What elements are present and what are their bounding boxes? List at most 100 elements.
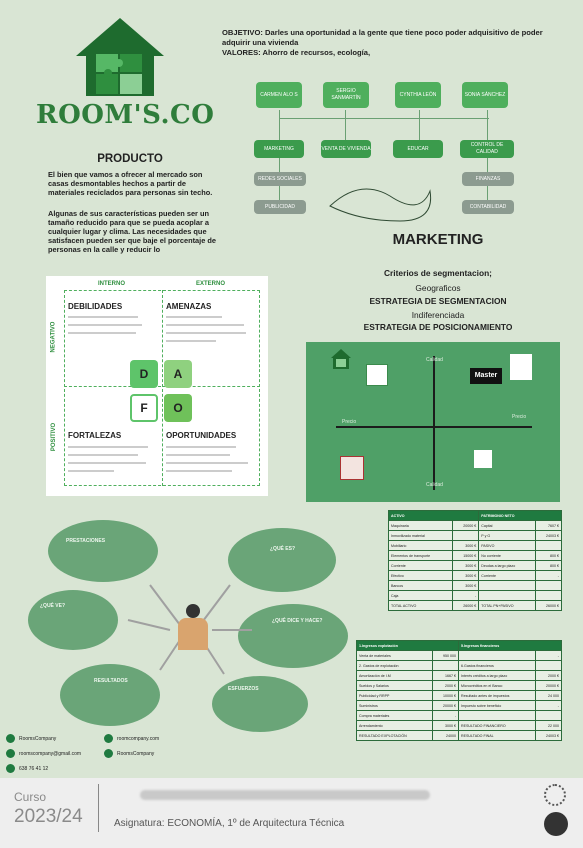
text-line — [166, 316, 222, 318]
email-contact[interactable]: roomscompany@gmail.com — [6, 749, 81, 758]
mindmap-blob-prestaciones: PRESTACIONES — [48, 520, 158, 582]
instagram-contact[interactable]: RoomsCompany — [6, 734, 56, 743]
table-cell: - — [534, 570, 563, 581]
dafo-internal-label: INTERNO — [98, 281, 125, 287]
text-line — [166, 446, 236, 448]
table-cell: RESULTADO FINAL — [458, 730, 537, 741]
email-address: roomscompany@gmail.com — [19, 750, 82, 757]
table-cell: 22 000 — [535, 720, 562, 731]
house-logo-icon — [510, 354, 532, 380]
financial-income-header: 5.Ingresos financieros — [458, 640, 562, 651]
table-cell: 950 000 — [432, 650, 460, 661]
table-cell — [478, 580, 536, 591]
table-cell: 26000 € — [452, 600, 480, 611]
table-cell: Venta de materiales — [355, 650, 434, 661]
table-cell: Capital — [478, 520, 536, 531]
org-connector — [279, 118, 489, 119]
course-year: 2023/24 — [14, 806, 83, 827]
blob-title: ¿QUÉ ES? — [270, 546, 296, 552]
brick-house-icon — [340, 456, 364, 480]
table-cell: No corriente — [478, 550, 536, 561]
table-cell: 3000 € — [432, 720, 460, 731]
axis-label-right: Precio — [512, 414, 527, 420]
tiktok-icon — [104, 749, 113, 758]
table-cell: - — [535, 700, 562, 711]
phone-number: 638 76 41 12 — [19, 765, 49, 772]
table-cell: Elementos de transporte — [387, 550, 454, 561]
org-connector — [345, 110, 346, 150]
table-cell: P y G — [478, 530, 536, 541]
asset-header: ACTIVO — [387, 510, 480, 521]
person-card: SONIA SÁNCHEZ — [462, 82, 508, 108]
table-cell: Deudas a largo plazo — [478, 560, 536, 571]
web-address: roomcompany.com — [117, 735, 160, 742]
competitor-icon — [366, 364, 388, 386]
org-connector — [419, 110, 420, 150]
blob-title: ESFUERZOS — [228, 686, 259, 692]
text-line — [68, 454, 138, 456]
home-icon — [474, 450, 492, 468]
table-cell — [535, 660, 562, 671]
phone-contact[interactable]: 638 76 41 12 — [6, 764, 48, 773]
table-cell: 800 € — [534, 560, 563, 571]
tiktok-contact[interactable]: RoomsCompany — [104, 749, 154, 758]
instagram-handle: RoomsCompany — [19, 735, 57, 742]
table-cell: Arrendamiento — [355, 720, 434, 731]
role-card: EDUCAR — [393, 140, 443, 158]
segmentation-strategy-value: Indiferenciada — [411, 310, 465, 320]
role-card: MARKETING — [254, 140, 304, 158]
table-cell — [534, 580, 563, 591]
table-cell: 3000 € — [452, 560, 480, 571]
table-cell: 20000 € — [535, 680, 562, 691]
table-cell — [458, 650, 537, 661]
person-card: SERGIO SANMARTÍN — [323, 82, 369, 108]
table-cell: 3000 € — [452, 580, 480, 591]
segmentation-criteria: Criterios de segmentacion; — [384, 268, 492, 278]
values-line: VALORES: Ahorro de recursos, ecología, — [222, 48, 371, 57]
table-cell: 1667 € — [432, 670, 460, 681]
table-cell: 2000 € — [432, 680, 460, 691]
sub-role-card: REDES SOCIALES — [254, 172, 306, 186]
table-cell: Microcréditos en el Banco — [458, 680, 537, 691]
axis-label-top: Calidad — [426, 357, 443, 363]
table-row: Compra materiales- — [355, 710, 562, 721]
house-puzzle-logo — [76, 18, 164, 96]
table-cell — [534, 590, 563, 601]
role-card: CONTROL DE CALIDAD — [460, 140, 514, 158]
x-axis — [336, 426, 532, 428]
objective-line-2: adquirir una vivienda — [222, 38, 299, 47]
table-cell: 2. Gastos de explotación — [355, 660, 434, 671]
table-cell: TOTAL PN+PASIVO — [478, 600, 536, 611]
puzzle-piece-d: D — [130, 360, 158, 388]
table-cell: Resultado antes de impuestos — [458, 690, 537, 701]
text-line — [166, 454, 230, 456]
table-cell: 24 000 — [535, 690, 562, 701]
table-cell: - — [432, 710, 460, 721]
table-cell: - — [535, 650, 562, 661]
mindmap-blob-que-ve: ¿QUÉ VE? — [28, 590, 118, 650]
axis-label-left: Precio — [342, 419, 357, 425]
person-card: CYNTHIA LEÓN — [395, 82, 441, 108]
table-cell: Compra materiales — [355, 710, 434, 721]
dafo-positive-label: POSITIVO — [51, 422, 58, 452]
web-contact[interactable]: roomcompany.com — [104, 734, 159, 743]
rooms-logo-icon — [331, 349, 351, 369]
tiktok-handle: RoomsCompany — [117, 750, 155, 757]
table-cell — [452, 530, 480, 541]
person-illustration — [172, 604, 212, 650]
table-cell — [432, 660, 460, 671]
